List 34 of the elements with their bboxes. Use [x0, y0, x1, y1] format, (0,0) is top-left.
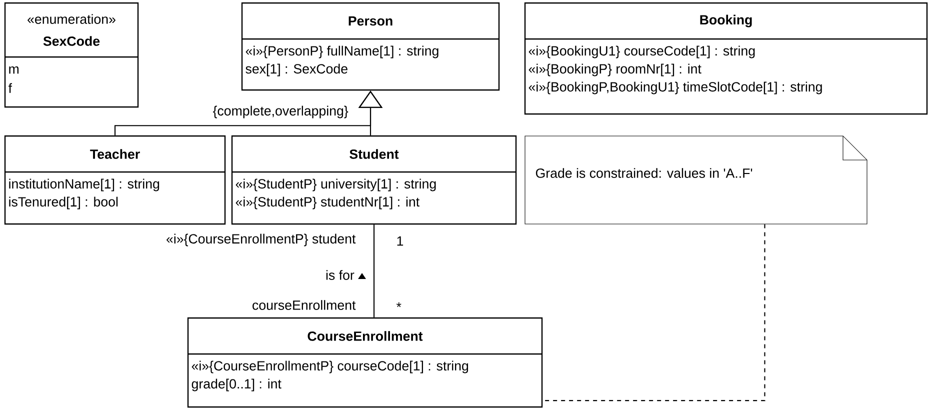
attribute-text: «i»{BookingU1} courseCode[1] : string: [528, 46, 755, 58]
edge-label: {complete,overlapping}: [211, 104, 350, 120]
class-box: [4, 2, 139, 108]
class-box: [231, 135, 517, 225]
enum-literal: m: [9, 66, 18, 74]
attribute-text: «i»{BookingP} roomNr[1] : int: [528, 64, 702, 76]
note-text: Grade is constrained: values in 'A..F': [536, 168, 752, 178]
edge-label: is for: [324, 268, 356, 282]
association-line: [373, 224, 375, 318]
enum-literal: f: [8, 83, 12, 93]
class-name: SexCode: [43, 36, 100, 46]
attribute-text: «i»{PersonP} fullName[1] : string: [246, 46, 438, 58]
attribute-text: institutionName[1] : string: [9, 178, 160, 192]
attribute-text: sex[1] : SexCode: [246, 64, 348, 76]
attribute-text: «i»{BookingP,BookingU1} timeSlotCode[1] : string: [528, 82, 822, 94]
class-name: Booking: [700, 14, 752, 28]
multiplicity-label: 1: [397, 236, 404, 246]
class-box: [4, 135, 226, 225]
class-box: [241, 2, 500, 91]
class-box: [524, 2, 928, 115]
class-name: CourseEnrollment: [308, 331, 423, 341]
class-name: Teacher: [90, 149, 140, 159]
note-box: [524, 136, 868, 224]
class-box: [187, 317, 543, 408]
role-name-label: «i»{CourseEnrollmentP} student: [166, 234, 356, 246]
attribute-text: «i»{StudentP} studentNr[1] : int: [236, 196, 420, 210]
attribute-text: «i»{StudentP} university[1] : string: [236, 178, 436, 192]
class-name: Student: [350, 149, 399, 159]
stereotype-label: «enumeration»: [28, 14, 116, 24]
attribute-text: isTenured[1] : bool: [9, 196, 118, 210]
attribute-text: grade[0..1] : int: [192, 378, 282, 392]
class-name: Person: [348, 16, 392, 26]
attribute-text: «i»{CourseEnrollmentP} courseCode[1] : string: [192, 360, 468, 374]
dashed-line: [542, 224, 766, 402]
